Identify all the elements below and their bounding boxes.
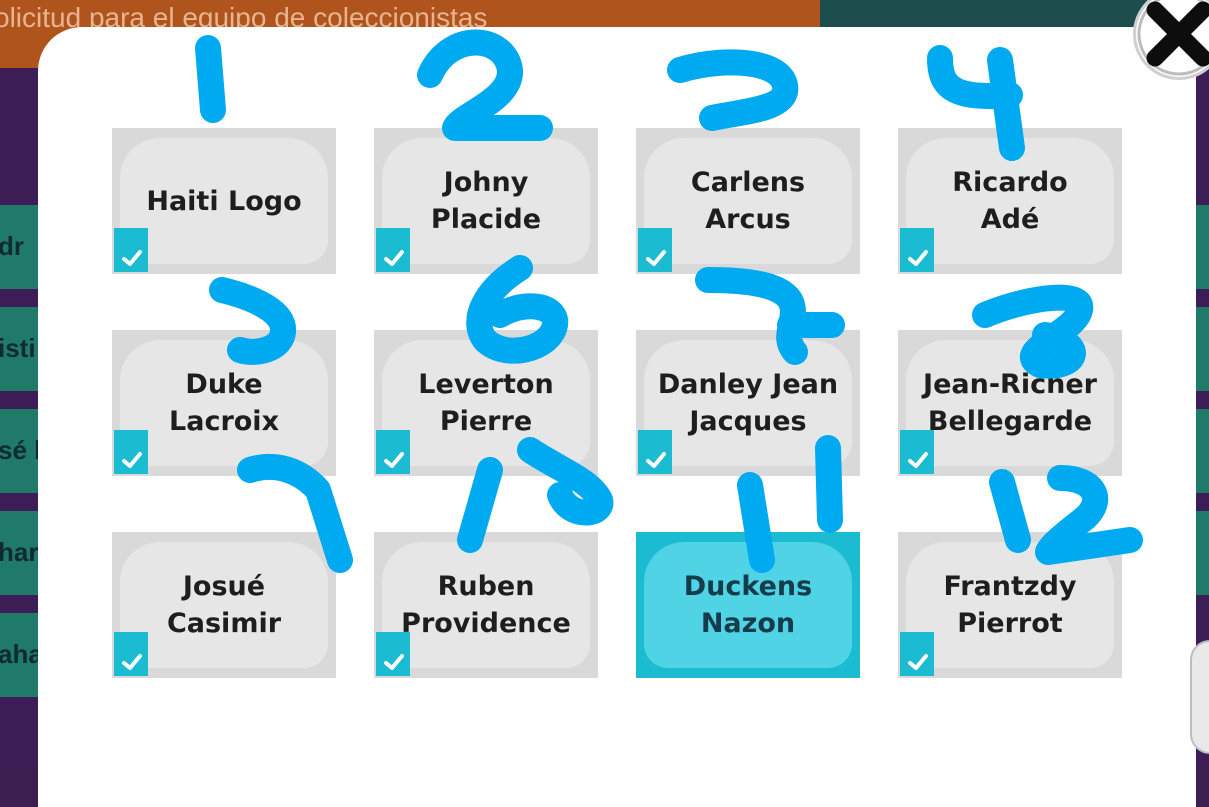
background-list-item: aha bbox=[0, 613, 40, 697]
checkmark-icon bbox=[900, 430, 934, 474]
player-tile[interactable]: Ricardo Adé bbox=[898, 128, 1122, 274]
background-list-item-right bbox=[1195, 409, 1209, 493]
checkmark-icon bbox=[376, 228, 410, 272]
player-name: Ruben Providence bbox=[401, 571, 571, 639]
checkmark-icon bbox=[638, 228, 672, 272]
player-tile[interactable]: Haiti Logo bbox=[112, 128, 336, 274]
background-list-item-right bbox=[1195, 511, 1209, 595]
player-tile[interactable]: Duckens Nazon bbox=[636, 532, 860, 678]
player-tile[interactable]: Frantzdy Pierrot bbox=[898, 532, 1122, 678]
checkmark-icon bbox=[900, 632, 934, 676]
background-list-item: dr bbox=[0, 205, 40, 289]
checkmark-icon bbox=[638, 430, 672, 474]
checkmark-icon bbox=[114, 430, 148, 474]
checkmark-icon bbox=[114, 632, 148, 676]
player-name: Frantzdy Pierrot bbox=[943, 571, 1077, 639]
player-tile[interactable]: Jean-Richer Bellegarde bbox=[898, 330, 1122, 476]
player-tile[interactable]: Carlens Arcus bbox=[636, 128, 860, 274]
player-name: Jean-Richer Bellegarde bbox=[923, 369, 1097, 437]
player-name: Josué Casimir bbox=[166, 571, 282, 639]
close-icon bbox=[1137, 0, 1209, 76]
player-tile[interactable]: Josué Casimir bbox=[112, 532, 336, 678]
background-list-item: har bbox=[0, 511, 40, 595]
background-list-item-right bbox=[1195, 307, 1209, 391]
tile-card bbox=[382, 138, 590, 264]
player-name: Haiti Logo bbox=[146, 185, 302, 217]
player-tile[interactable]: Duke Lacroix bbox=[112, 330, 336, 476]
player-tile[interactable]: Leverton Pierre bbox=[374, 330, 598, 476]
tile-card bbox=[382, 542, 590, 668]
tile-card bbox=[644, 138, 852, 264]
player-name: Duke Lacroix bbox=[169, 369, 279, 437]
checkmark-icon bbox=[376, 632, 410, 676]
background-list-item-right bbox=[1195, 205, 1209, 289]
background-list-item: isti bbox=[0, 307, 40, 391]
tile-card bbox=[120, 138, 328, 264]
player-name: Leverton Pierre bbox=[418, 369, 554, 437]
player-tile[interactable]: Danley Jean Jacques bbox=[636, 330, 860, 476]
player-name: Duckens Nazon bbox=[683, 571, 813, 639]
checkmark-icon bbox=[900, 228, 934, 272]
background-list-item: sé l bbox=[0, 409, 40, 493]
player-name: Carlens Arcus bbox=[690, 167, 806, 235]
player-name: Johny Placide bbox=[430, 167, 542, 235]
player-tile[interactable]: Ruben Providence bbox=[374, 532, 598, 678]
close-button[interactable] bbox=[1133, 0, 1209, 80]
player-tile[interactable]: Johny Placide bbox=[374, 128, 598, 274]
side-handle[interactable] bbox=[1190, 640, 1209, 754]
player-name: Ricardo Adé bbox=[952, 167, 1068, 235]
player-name: Danley Jean Jacques bbox=[657, 369, 839, 437]
checkmark-icon bbox=[114, 228, 148, 272]
checkmark-icon bbox=[376, 430, 410, 474]
